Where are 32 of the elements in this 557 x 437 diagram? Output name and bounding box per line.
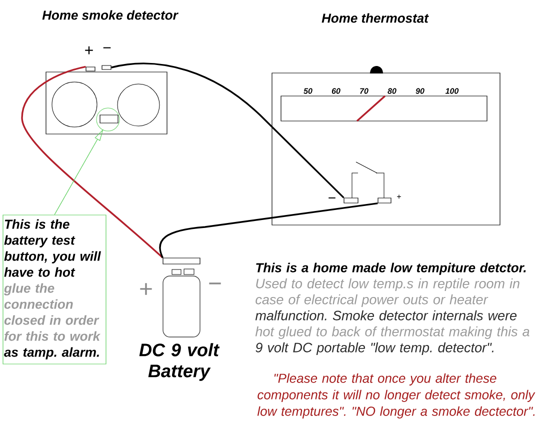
callout-text: glue the connection closed in order for this to work: [4, 283, 101, 341]
polarity-sign: −: [209, 282, 221, 284]
scale-number: 100: [445, 88, 459, 94]
description-text: 9 volt DC portable "low temp. detector".: [256, 342, 494, 356]
polarity-sign: −: [103, 47, 111, 48]
heading: Home thermostat: [322, 13, 429, 23]
callout-box: [2, 214, 106, 364]
callout-text: as tamp. alarm.: [4, 347, 99, 360]
description-heading: This is a home made low tempiture detctor.: [256, 262, 526, 275]
description-text: malfunction. Smoke detector internals were: [255, 310, 517, 320]
battery-label: DC 9 volt Battery: [139, 343, 220, 381]
scale-number: 70: [360, 88, 368, 94]
polarity-sign: +: [140, 283, 152, 295]
description-text: Used to detect low temp.s in reptile room in case of electrical power outs or heater: [256, 278, 520, 307]
test-button: [100, 114, 118, 124]
scale-number: 60: [332, 88, 340, 94]
warning-note: "Please note that once you alter these components it will no longer detect smoke, only low temptures". "NO longer a smoke dectector".: [257, 373, 536, 418]
scale-number: 80: [388, 88, 396, 94]
battery-clip: [162, 258, 200, 264]
polarity-sign: +: [397, 194, 401, 199]
wire: [21, 66, 164, 258]
callout-text: This is the battery test button, you will have to hot: [4, 219, 101, 277]
polarity-sign: −: [328, 197, 336, 198]
thermostat-box: [272, 72, 500, 226]
heading: Home smoke detector: [42, 10, 178, 20]
wire: [111, 62, 344, 198]
scale-number: 90: [416, 88, 424, 94]
description-text: hot glued to back of thermostat making this a: [255, 326, 530, 339]
wire: [159, 202, 378, 258]
detector-box: [46, 72, 168, 134]
scale-number: 50: [304, 88, 312, 94]
polarity-sign: +: [85, 46, 93, 54]
